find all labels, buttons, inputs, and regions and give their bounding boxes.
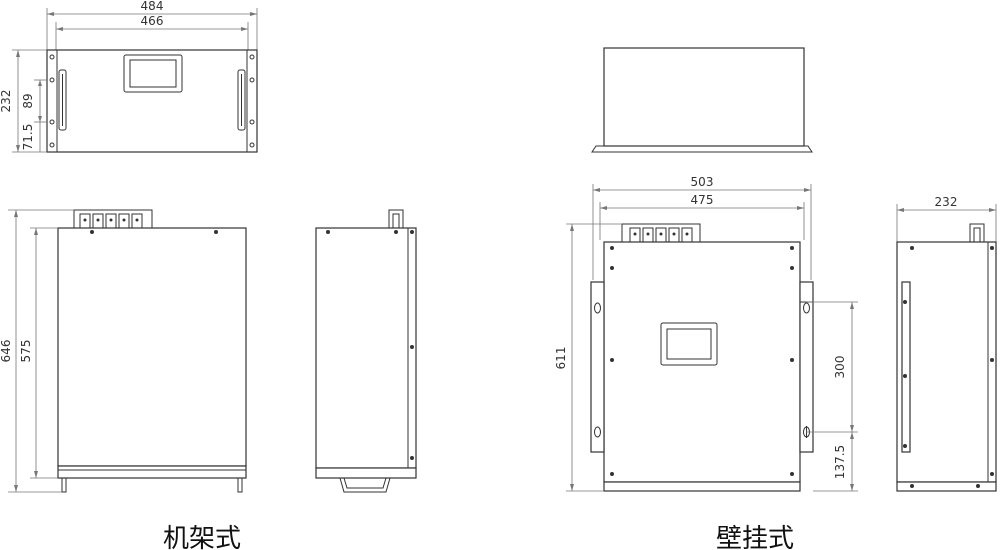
rack-depth-total: 646 xyxy=(0,340,13,363)
wall-front-view: 503 475 xyxy=(554,175,858,492)
rack-front-view: 484 466 232 xyxy=(0,0,258,153)
rack-height-mid: 89 xyxy=(21,93,35,108)
wall-height-total: 611 xyxy=(554,347,568,370)
wall-hole-spacing: 300 xyxy=(833,356,847,379)
wall-bracket-right xyxy=(799,281,814,453)
rack-side-body xyxy=(315,227,417,469)
rack-front-panel xyxy=(46,49,258,153)
wall-top-view xyxy=(591,47,813,153)
rack-depth-body: 575 xyxy=(19,340,33,363)
wall-side-depth: 232 xyxy=(935,195,958,209)
rack-width-inner: 466 xyxy=(141,14,164,28)
rack-handle-right xyxy=(237,69,246,131)
rack-height-total: 232 xyxy=(0,90,13,113)
wall-side-view: 232 xyxy=(896,195,997,492)
rack-side-handle xyxy=(339,477,391,493)
wall-width-outer: 503 xyxy=(691,175,714,189)
wall-bracket-left xyxy=(590,281,605,453)
rack-side-view xyxy=(315,209,417,493)
rack-caption: 机架式 xyxy=(163,524,241,550)
wall-caption: 壁挂式 xyxy=(716,524,794,550)
rack-handle-left xyxy=(58,69,67,131)
wall-top-body xyxy=(603,47,805,147)
rack-width-outer: 484 xyxy=(141,0,164,13)
wall-display xyxy=(660,322,718,366)
wall-hole-offset: 137.5 xyxy=(833,445,847,479)
rack-display xyxy=(123,54,183,93)
rack-top-body xyxy=(57,227,247,467)
wall-width-inner: 475 xyxy=(691,193,714,207)
wall-side-body xyxy=(896,241,997,483)
wall-front-body xyxy=(603,241,801,483)
rack-height-low: 71.5 xyxy=(21,124,35,151)
rack-top-view: 646 575 xyxy=(0,209,247,493)
